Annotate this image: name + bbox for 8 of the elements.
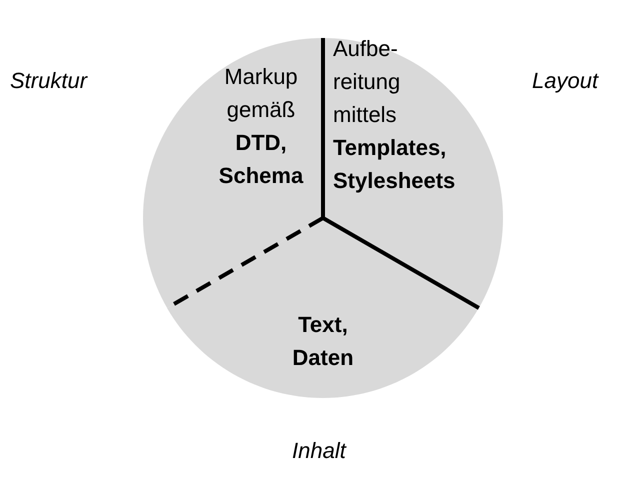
pie-sector [167,218,479,398]
sector-text: Markup gemäß DTD, Schema [218,63,304,190]
pie-sector [143,38,323,308]
aspect-label: Inhalt [292,438,346,464]
sector-text: Aufbe- reitung mittels Templates, Stylesheets [333,35,456,195]
aspect-label: Layout [532,68,598,94]
sector-text: Text, Daten [291,311,355,372]
aspect-label: Struktur [10,68,88,94]
